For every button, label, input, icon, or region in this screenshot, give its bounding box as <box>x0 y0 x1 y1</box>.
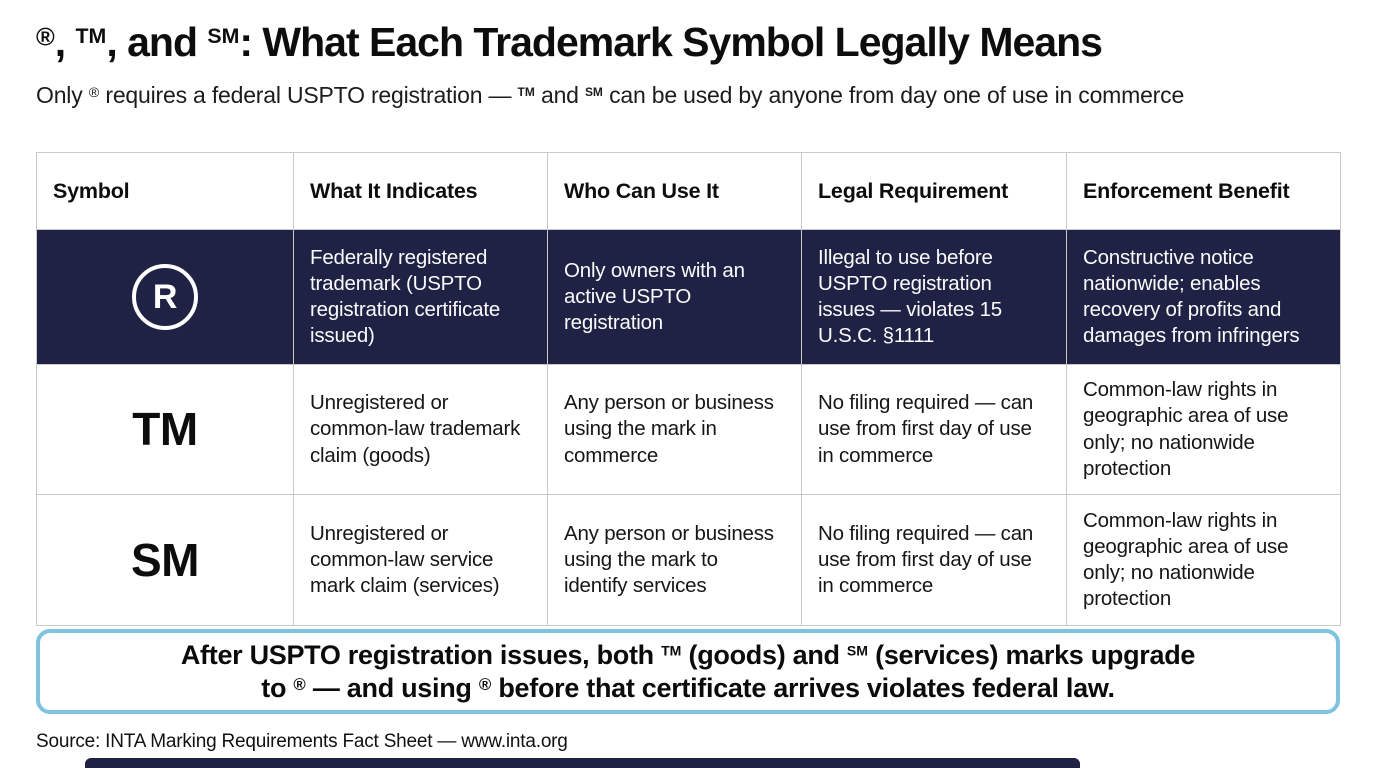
cell-symbol-registered: R <box>36 229 294 365</box>
subtitle-text: requires a federal USPTO registration — <box>99 82 518 108</box>
column-header-who: Who Can Use It <box>547 152 802 230</box>
cell-sm-benefit: Common-law rights in geographic area of … <box>1066 494 1341 626</box>
cell-tm-indicates: Unregistered or common-law trademark cla… <box>293 364 548 495</box>
callout-text: (services) marks upgrade <box>867 639 1196 670</box>
table-row-tm: TM Unregistered or common-law trademark … <box>36 364 1341 495</box>
cell-tm-legal: No filing required — can use from first … <box>801 364 1067 495</box>
registered-symbol-glyph: ® <box>88 85 100 102</box>
cropped-bottom-bar <box>85 758 1080 768</box>
cell-symbol-sm: SM <box>36 494 294 626</box>
sm-symbol-text: SM <box>131 533 200 586</box>
subtitle-text: and <box>534 82 585 108</box>
cell-tm-benefit: Common-law rights in geographic area of … <box>1066 364 1341 495</box>
title-text: , <box>54 19 76 65</box>
title-text: : What Each Trademark Symbol Legally Mea… <box>239 19 1103 65</box>
column-header-symbol: Symbol <box>36 152 294 230</box>
callout-line-1: After USPTO registration issues, both TM… <box>180 639 1196 672</box>
registered-circle-icon: R <box>132 264 198 330</box>
cell-registered-indicates: Federally registered trademark (USPTO re… <box>293 229 548 365</box>
cell-registered-who: Only owners with an active USPTO registr… <box>547 229 802 365</box>
tm-symbol-text: TM <box>132 403 198 456</box>
column-header-benefit: Enforcement Benefit <box>1066 152 1341 230</box>
sm-superscript: SM <box>207 24 240 49</box>
subtitle-text: can be used by anyone from day one of us… <box>602 82 1185 108</box>
callout-text: to <box>261 672 294 703</box>
header-row: Symbol What It Indicates Who Can Use It … <box>36 152 1341 230</box>
cell-registered-benefit: Constructive notice nationwide; enables … <box>1066 229 1341 365</box>
page-title: ®, TM, and SM: What Each Trademark Symbo… <box>36 19 1103 65</box>
registered-symbol-glyph: ® <box>36 23 55 52</box>
callout-text: (goods) and <box>681 639 847 670</box>
table-row-registered: R Federally registered trademark (USPTO … <box>36 229 1341 365</box>
callout-text: — and using <box>305 672 479 703</box>
registered-symbol-glyph: ® <box>293 674 306 694</box>
cell-symbol-tm: TM <box>36 364 294 495</box>
callout-line-2: to ® — and using ® before that certifica… <box>261 672 1115 705</box>
cell-sm-indicates: Unregistered or common-law service mark … <box>293 494 548 626</box>
cell-tm-who: Any person or business using the mark in… <box>547 364 802 495</box>
source-attribution: Source: INTA Marking Requirements Fact S… <box>36 731 568 752</box>
callout-note: After USPTO registration issues, both TM… <box>36 629 1340 714</box>
registered-symbol-glyph: ® <box>478 674 492 694</box>
page-subtitle: Only ® requires a federal USPTO registra… <box>36 82 1184 109</box>
cell-sm-legal: No filing required — can use from first … <box>801 494 1067 626</box>
cell-sm-who: Any person or business using the mark to… <box>547 494 802 626</box>
callout-text: before that certificate arrives violates… <box>491 672 1115 703</box>
tm-superscript: TM <box>661 642 682 659</box>
tm-superscript: TM <box>75 24 107 49</box>
title-text: , and <box>106 19 208 65</box>
sm-superscript: SM <box>584 84 603 99</box>
table-row-sm: SM Unregistered or common-law service ma… <box>36 494 1341 626</box>
trademark-comparison-table: Symbol What It Indicates Who Can Use It … <box>36 152 1341 626</box>
sm-superscript: SM <box>846 642 868 659</box>
tm-superscript: TM <box>517 84 535 99</box>
callout-text: After USPTO registration issues, both <box>180 639 662 670</box>
subtitle-text: Only <box>36 82 89 108</box>
cell-registered-legal: Illegal to use before USPTO registration… <box>801 229 1067 365</box>
column-header-indicates: What It Indicates <box>293 152 548 230</box>
column-header-legal: Legal Requirement <box>801 152 1067 230</box>
